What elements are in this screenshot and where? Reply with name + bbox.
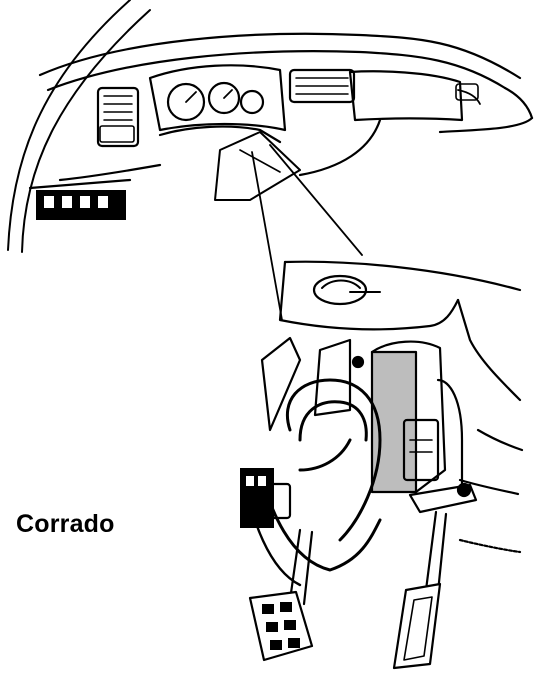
leader-lines bbox=[251, 144, 363, 321]
figure-caption: Corrado bbox=[16, 510, 115, 538]
accelerator-pedal bbox=[392, 510, 448, 670]
brake-pedal bbox=[248, 528, 314, 662]
dashboard bbox=[7, 0, 534, 253]
wiring-harness bbox=[240, 336, 522, 587]
steering-column-cover bbox=[278, 260, 524, 496]
